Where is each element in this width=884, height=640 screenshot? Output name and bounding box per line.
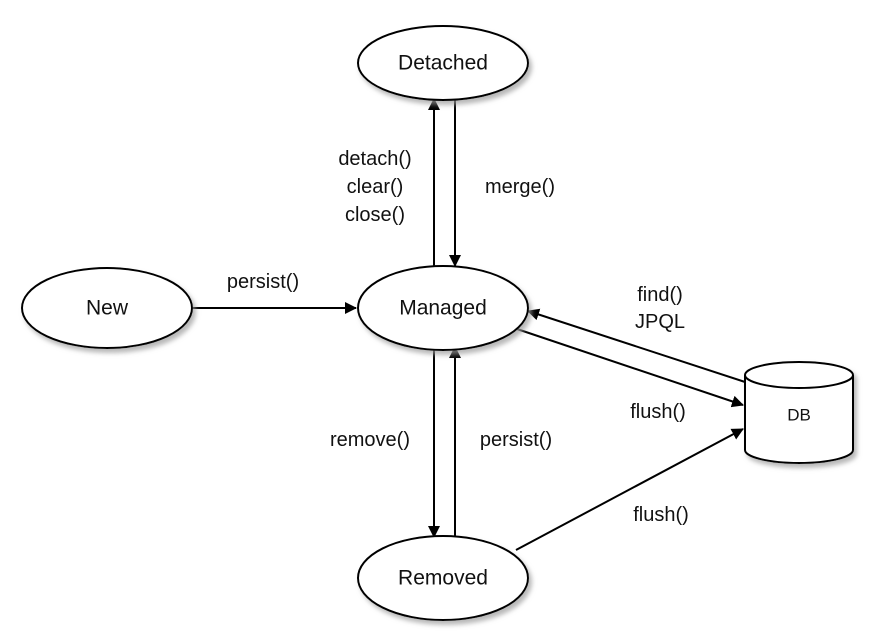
edge-label-flush-removed: flush() — [633, 504, 689, 526]
edge-label-remove: remove() — [330, 429, 410, 451]
node-managed — [357, 265, 529, 351]
edge-label-detach: detach() — [338, 148, 411, 170]
edge-flush-removed-arrow — [515, 428, 744, 551]
node-new-label: New — [86, 297, 129, 320]
node-managed-label: Managed — [399, 297, 487, 320]
node-removed — [357, 535, 529, 621]
node-detached-label: Detached — [398, 52, 488, 75]
edge-label-find: find() — [637, 284, 683, 306]
edge-label-persist-removed: persist() — [480, 429, 552, 451]
edge-flush-managed-arrow — [513, 327, 744, 408]
edge-label-clear: clear() — [347, 176, 404, 198]
node-removed-label: Removed — [398, 567, 488, 590]
edge-find-arrow — [527, 308, 746, 383]
node-detached — [357, 25, 529, 101]
edge-label-flush-managed: flush() — [630, 401, 686, 423]
edge-label-merge: merge() — [485, 176, 555, 198]
edge-label-close: close() — [345, 204, 405, 226]
node-db-label: DB — [787, 405, 811, 424]
edge-label-jpql: JPQL — [635, 311, 685, 333]
edge-label-persist-new: persist() — [227, 271, 299, 293]
node-db-cylinder — [744, 361, 854, 464]
node-new — [21, 267, 193, 349]
